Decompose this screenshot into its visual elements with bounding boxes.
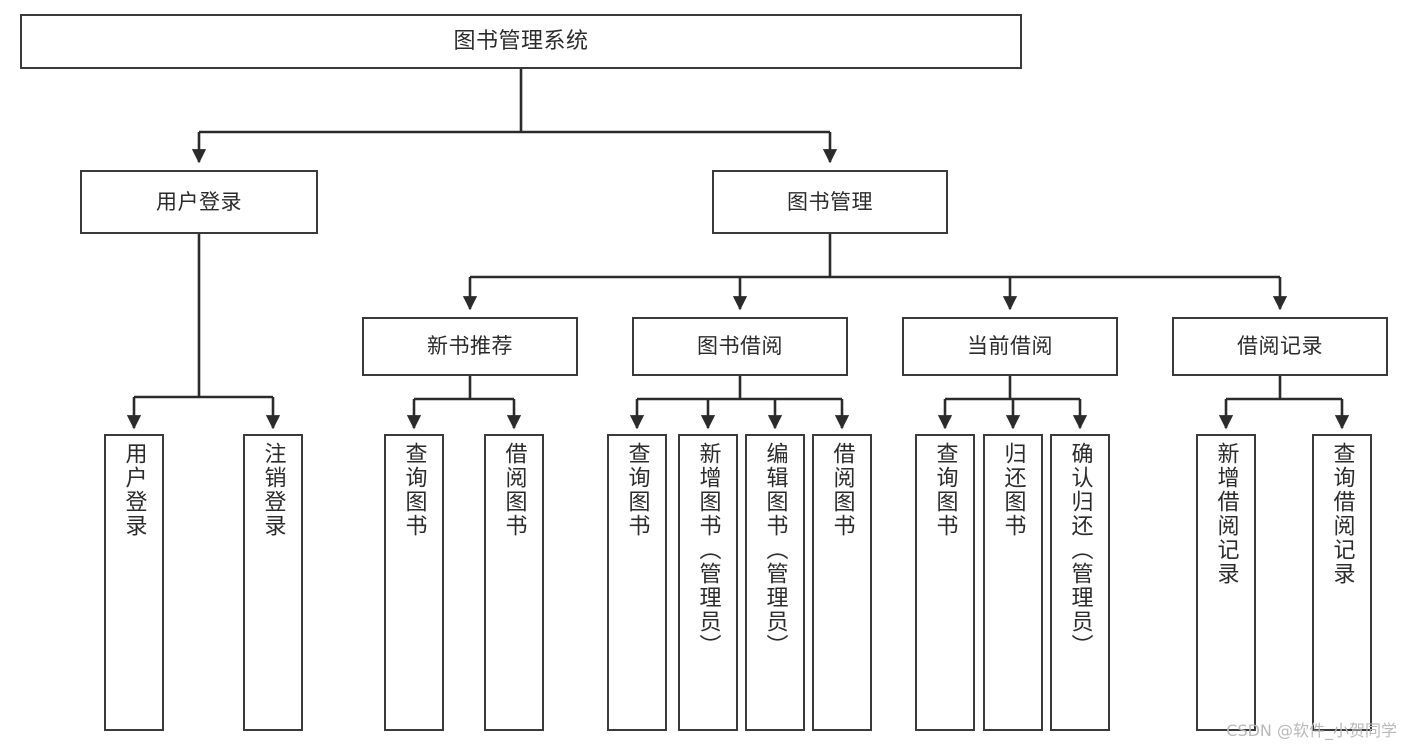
watermark-text: CSDN @软件_小贺同学 — [1226, 721, 1397, 740]
leaf-current-borrow-query-book[interactable]: 查询图书 — [915, 434, 975, 731]
node-label: 用户登录 — [156, 189, 242, 214]
node-user-login[interactable]: 用户登录 — [80, 170, 318, 234]
leaf-book-borrow-add-book-admin[interactable]: 新增图书（管理员） — [678, 434, 738, 731]
node-label: 新增图书（管理员） — [695, 442, 721, 658]
node-label: 查询图书 — [624, 442, 650, 538]
node-label: 查询图书 — [401, 442, 427, 538]
leaf-current-borrow-confirm-return-admin[interactable]: 确认归还（管理员） — [1050, 434, 1110, 731]
leaf-new-book-borrow-book[interactable]: 借阅图书 — [484, 434, 544, 731]
node-label: 借阅图书 — [501, 442, 527, 538]
leaf-user-login-login[interactable]: 用户登录 — [104, 434, 164, 731]
node-label: 新增借阅记录 — [1213, 442, 1239, 586]
node-current-borrow[interactable]: 当前借阅 — [902, 317, 1118, 376]
node-label: 借阅图书 — [829, 442, 855, 538]
leaf-book-borrow-borrow-book[interactable]: 借阅图书 — [812, 434, 872, 731]
node-book-borrow[interactable]: 图书借阅 — [632, 317, 848, 376]
leaf-borrow-record-add-record[interactable]: 新增借阅记录 — [1196, 434, 1256, 731]
node-label: 图书管理 — [787, 189, 873, 214]
node-label: 查询图书 — [932, 442, 958, 538]
leaf-book-borrow-edit-book-admin[interactable]: 编辑图书（管理员） — [745, 434, 805, 731]
node-label: 图书管理系统 — [453, 28, 589, 54]
node-label: 归还图书 — [1000, 442, 1026, 538]
node-label: 新书推荐 — [427, 334, 513, 359]
node-label: 借阅记录 — [1237, 334, 1323, 359]
node-borrow-record[interactable]: 借阅记录 — [1172, 317, 1388, 376]
node-label: 注销登录 — [260, 442, 286, 538]
node-label: 确认归还（管理员） — [1067, 442, 1093, 658]
node-label: 编辑图书（管理员） — [762, 442, 788, 658]
node-label: 图书借阅 — [697, 334, 783, 359]
leaf-user-login-logout[interactable]: 注销登录 — [243, 434, 303, 731]
node-label: 当前借阅 — [967, 334, 1053, 359]
leaf-book-borrow-query-book[interactable]: 查询图书 — [607, 434, 667, 731]
node-label: 用户登录 — [121, 442, 147, 538]
node-new-book-recommend[interactable]: 新书推荐 — [362, 317, 578, 376]
leaf-borrow-record-query-record[interactable]: 查询借阅记录 — [1312, 434, 1372, 731]
node-root-book-management-system[interactable]: 图书管理系统 — [20, 14, 1022, 69]
leaf-new-book-query-book[interactable]: 查询图书 — [384, 434, 444, 731]
node-label: 查询借阅记录 — [1329, 442, 1355, 586]
leaf-current-borrow-return-book[interactable]: 归还图书 — [983, 434, 1043, 731]
node-book-management[interactable]: 图书管理 — [712, 170, 948, 234]
